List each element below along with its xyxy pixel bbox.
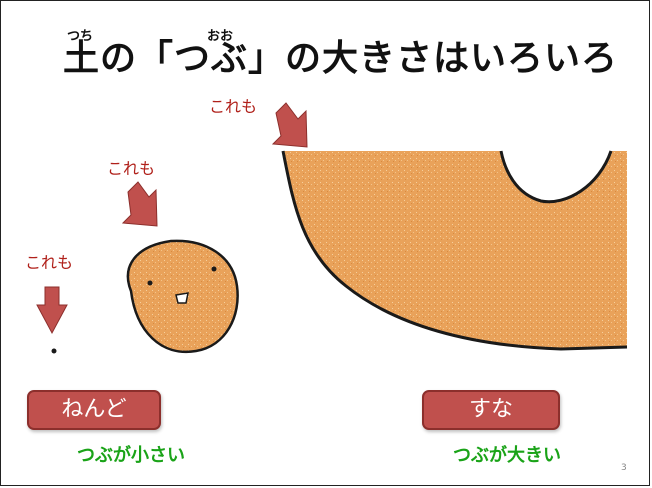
left-eye-icon: [147, 280, 153, 286]
clay-button[interactable]: ねんど: [27, 390, 161, 430]
arrow-diagonal-icon: [271, 102, 308, 148]
title-ruby-ooki: おお: [207, 29, 234, 44]
arrow-down-icon: [36, 286, 68, 335]
title-ruby-tsuchi: つち: [67, 29, 94, 44]
sand-button[interactable]: すな: [422, 390, 560, 430]
large-sand-grain: [281, 150, 628, 351]
this-too-label-large: これも: [209, 97, 258, 116]
right-eye-icon: [211, 266, 217, 272]
this-too-label-small: これも: [25, 253, 74, 272]
mouth-icon: [175, 292, 189, 304]
tiny-grain-dot: [51, 348, 57, 354]
slide-title: 土の「つぶ」の大きさはいろいろ: [63, 38, 619, 79]
clay-grain-character: [126, 239, 239, 354]
this-too-label-medium: これも: [107, 159, 156, 178]
sand-caption: つぶが大きい: [453, 445, 561, 466]
clay-caption: つぶが小さい: [77, 445, 185, 466]
arrow-diagonal-icon: [121, 181, 158, 227]
page-number: 3: [621, 463, 627, 473]
